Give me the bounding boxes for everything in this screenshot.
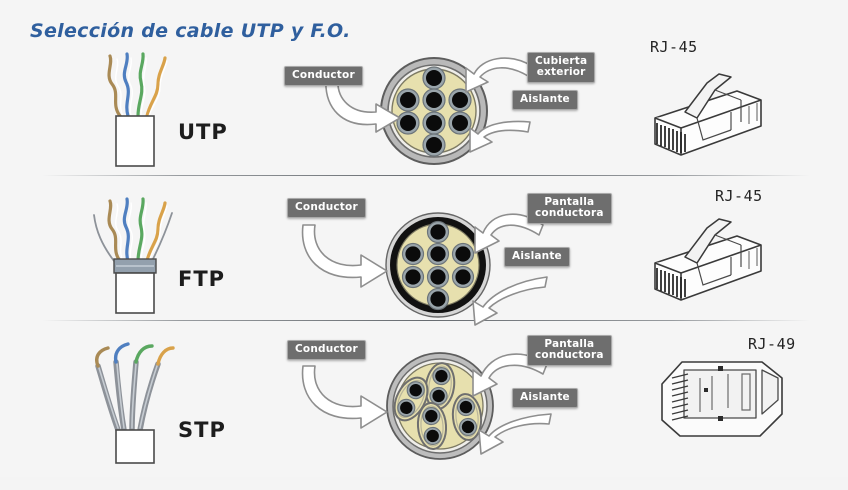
stp-cross-section-icon (380, 344, 500, 464)
callout-tag-aislante[interactable]: Aislante (512, 388, 578, 408)
callout-tag-aislante[interactable]: Aislante (512, 90, 578, 110)
ftp-cable-bundle-icon (80, 183, 190, 314)
row-divider-2 (42, 320, 810, 321)
callout-tag-cubierta-exterior[interactable]: Cubierta exterior (527, 52, 596, 83)
utp-cross-section-icon (376, 53, 492, 169)
connector-label-rj45-ftp: RJ-45 (715, 187, 763, 205)
callout-tag-conductor[interactable]: Conductor (287, 198, 366, 218)
connector-label-rj45-utp: RJ-45 (650, 38, 698, 56)
connector-label-rj49-stp: RJ-49 (748, 335, 796, 353)
ftp-cross-section-icon (380, 207, 496, 323)
cable-type-label-stp: STP (178, 418, 226, 442)
diagram-canvas: Selección de cable UTP y F.O. (0, 20, 848, 464)
callout-tag-conductor[interactable]: Conductor (284, 66, 363, 86)
rj49-connector-icon (650, 348, 800, 448)
page-title: Selección de cable UTP y F.O. (30, 20, 351, 42)
utp-callout-arrows (325, 57, 533, 153)
row-utp: UTP (0, 38, 848, 198)
rj45-connector-icon (645, 205, 795, 305)
cable-type-label-utp: UTP (178, 120, 228, 144)
cable-type-label-ftp: FTP (178, 267, 226, 291)
callout-tag-aislante[interactable]: Aislante (504, 247, 570, 267)
row-divider-1 (42, 175, 810, 176)
callout-tag-pantalla-conductora[interactable]: Pantalla conductora (527, 193, 612, 224)
callout-tag-pantalla-conductora[interactable]: Pantalla conductora (527, 335, 612, 366)
stp-cable-bundle-icon (78, 330, 193, 465)
rj45-connector-icon (645, 60, 795, 160)
row-stp: STP (0, 330, 848, 490)
utp-cable-bundle-icon (80, 38, 190, 167)
row-ftp: FTP (0, 185, 848, 345)
ftp-callout-arrows (301, 213, 548, 326)
callout-tag-conductor[interactable]: Conductor (287, 340, 366, 360)
